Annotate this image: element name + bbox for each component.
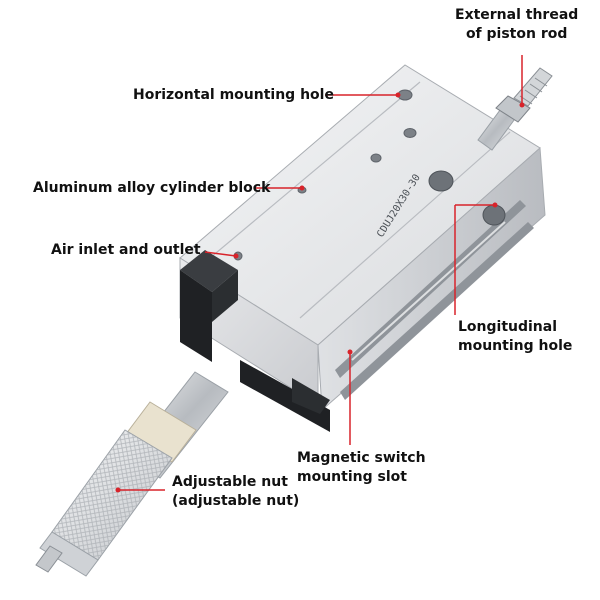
label-external-thread: External thread of piston rod <box>455 7 579 42</box>
adjustable-nut-part <box>35 401 197 577</box>
label-air-inlet-outlet: Air inlet and outlet <box>51 242 201 258</box>
leader-lines <box>118 55 523 491</box>
label-adjustable-nut: Adjustable nut (adjustable nut) <box>172 474 300 509</box>
label-aluminum-block: Aluminum alloy cylinder block <box>33 180 271 196</box>
piston-rod-upper <box>477 67 553 151</box>
label-horizontal-mounting-hole: Horizontal mounting hole <box>133 87 334 103</box>
longitudinal-holes <box>428 170 506 226</box>
black-mount-block <box>180 250 330 432</box>
leader-dots <box>115 92 525 493</box>
top-face-grooves <box>209 81 511 319</box>
label-longitudinal-hole: Longitudinal mounting hole <box>458 319 573 354</box>
label-magnetic-switch-slot: Magnetic switch mounting slot <box>297 450 426 485</box>
magnetic-switch-slots <box>335 200 534 400</box>
